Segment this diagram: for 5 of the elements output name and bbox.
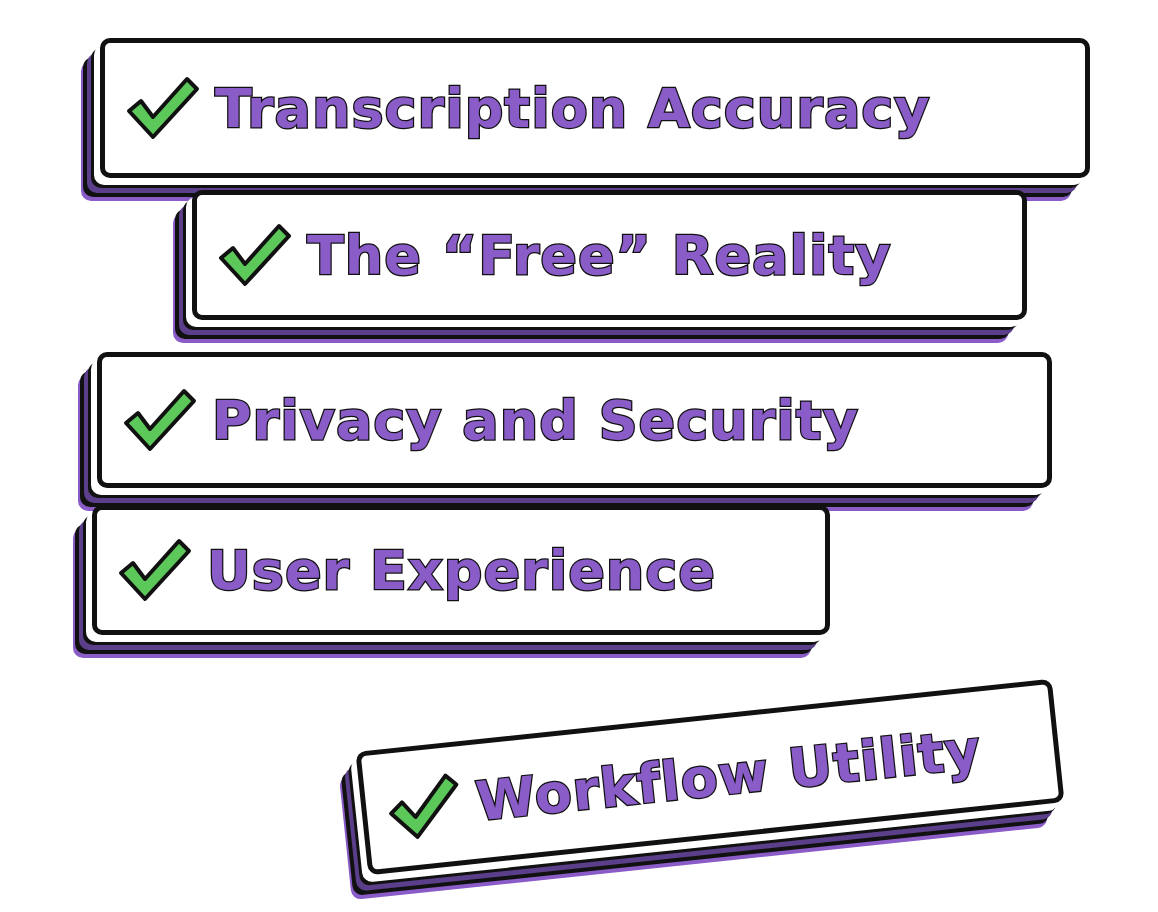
banner-title: User Experience xyxy=(207,538,716,602)
banner-title: The “Free” Reality xyxy=(307,223,892,287)
banner-title: Workflow Utility xyxy=(473,717,985,833)
banner-title: Privacy and Security xyxy=(212,388,859,452)
banner-title: Transcription Accuracy xyxy=(215,76,931,140)
